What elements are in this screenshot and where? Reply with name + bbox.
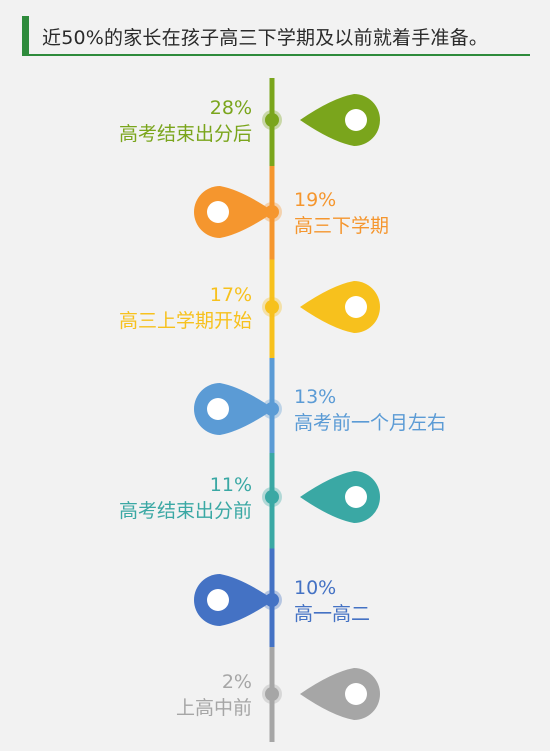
value-label: 28% bbox=[210, 97, 252, 119]
value-label: 10% bbox=[294, 577, 336, 599]
header-accent-bar bbox=[22, 16, 29, 54]
category-label: 高一高二 bbox=[294, 603, 370, 625]
value-label: 13% bbox=[294, 386, 336, 408]
chart-title: 近50%的家长在孩子高三下学期及以前就着手准备。 bbox=[42, 27, 489, 49]
category-label: 高考前一个月左右 bbox=[294, 412, 446, 434]
map-pin-icon bbox=[194, 574, 274, 626]
map-pin-icon bbox=[194, 383, 274, 435]
timeline-node bbox=[265, 113, 279, 127]
map-pin-icon bbox=[300, 471, 380, 523]
value-label: 19% bbox=[294, 189, 336, 211]
value-label: 11% bbox=[210, 474, 252, 496]
category-label: 高三上学期开始 bbox=[119, 310, 252, 332]
map-pin-icon bbox=[300, 281, 380, 333]
category-label: 上高中前 bbox=[176, 697, 252, 719]
timeline-node bbox=[265, 490, 279, 504]
value-label: 17% bbox=[210, 284, 252, 306]
category-label: 高三下学期 bbox=[294, 215, 389, 237]
category-label: 高考结束出分后 bbox=[119, 123, 252, 145]
chart-header: 近50%的家长在孩子高三下学期及以前就着手准备。 bbox=[22, 14, 530, 56]
timeline-node bbox=[265, 300, 279, 314]
map-pin-icon bbox=[300, 668, 380, 720]
timeline-node bbox=[265, 687, 279, 701]
map-pin-icon bbox=[194, 186, 274, 238]
header-underline bbox=[22, 54, 530, 56]
category-label: 高考结束出分前 bbox=[119, 500, 252, 522]
map-pin-icon bbox=[300, 94, 380, 146]
value-label: 2% bbox=[222, 671, 252, 693]
